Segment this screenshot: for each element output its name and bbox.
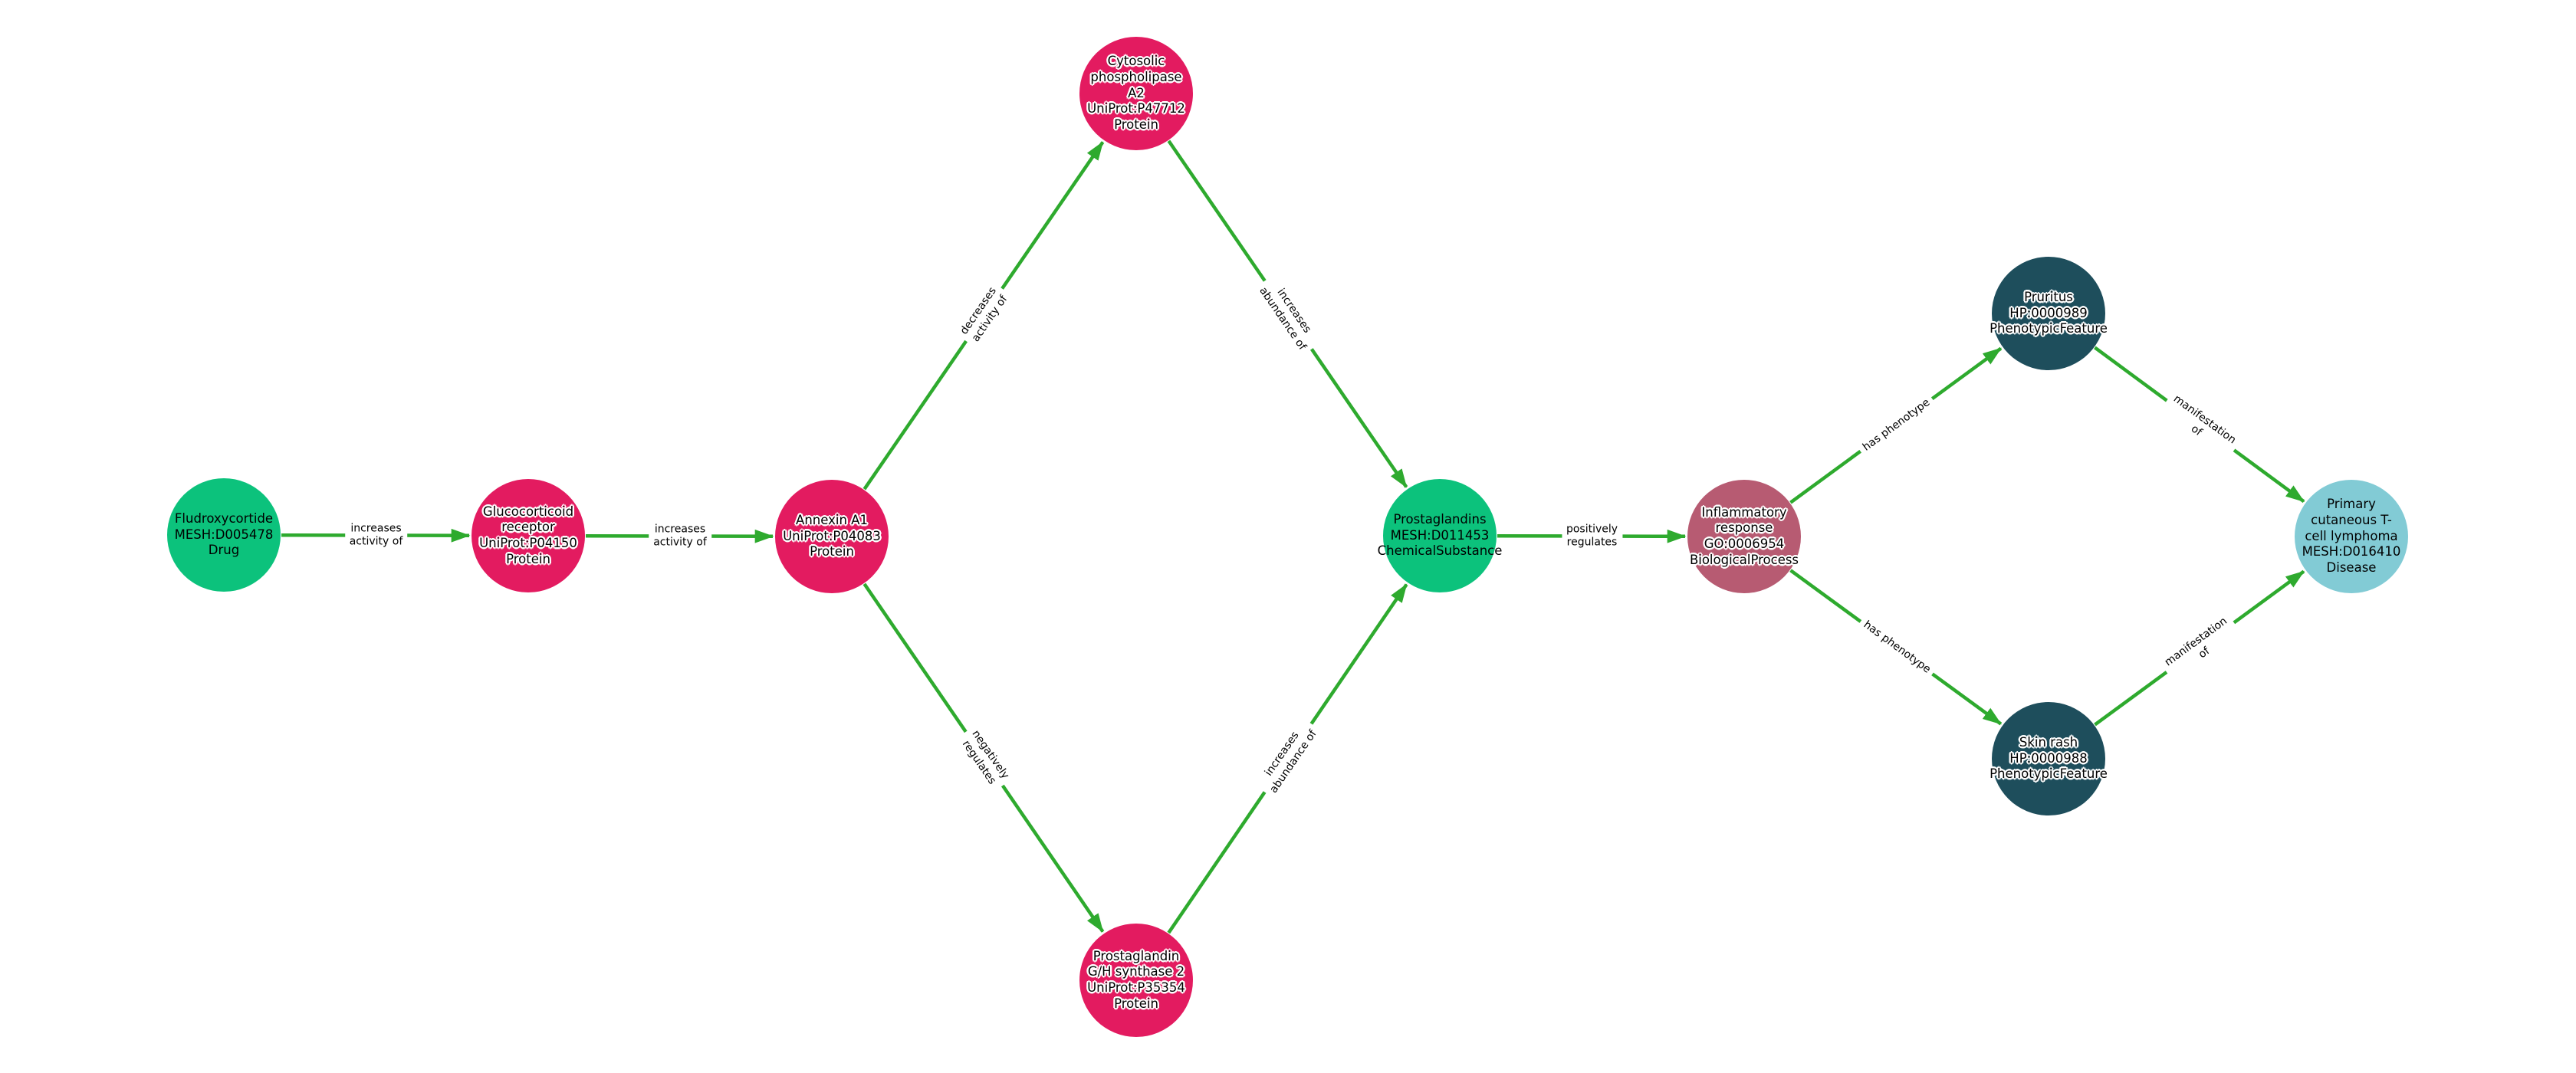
node-label-line: Annexin A1 — [796, 513, 868, 528]
node-label-line: Pruritus — [2024, 290, 2073, 305]
node-label-line: Protein — [1114, 996, 1158, 1011]
node-label-line: response — [1715, 520, 1773, 536]
node-label-line: A2 — [1128, 85, 1145, 100]
node-label-line: Prostaglandin — [1092, 948, 1180, 963]
node-label-line: PhenotypicFeature — [1990, 321, 2108, 336]
node-label-line: Drug — [208, 543, 240, 558]
node-label-line: HP:0000988 — [2009, 750, 2088, 766]
node-label-line: UniProt:P47712 — [1087, 101, 1185, 116]
node-label-line: Protein — [506, 551, 550, 566]
node-label-line: UniProt:P35354 — [1087, 980, 1185, 995]
node-label-line: MESH:D016410 — [2302, 544, 2401, 559]
node-label-line: receptor — [501, 520, 555, 535]
node-label-line: Protein — [1114, 116, 1158, 132]
node-label-line: UniProt:P04083 — [783, 528, 881, 543]
node-label-line: Skin rash — [2019, 735, 2078, 750]
node-label-line: Glucocorticoid — [482, 504, 574, 519]
node-label-line: Primary — [2327, 497, 2376, 512]
node-label-line: phospholipase — [1090, 70, 1182, 85]
node-label-line: UniProt:P04150 — [479, 536, 577, 550]
node-label-line: BiologicalProcess — [1689, 552, 1799, 567]
edge-label-line: increases — [654, 523, 706, 535]
edge-label-line: activity of — [653, 536, 707, 549]
node-label-line: MESH:D011453 — [1390, 527, 1490, 543]
node-label-line: Cytosolic — [1107, 54, 1165, 69]
edge-label-line: regulates — [1566, 536, 1618, 549]
node-label-line: Fludroxycortide — [174, 511, 274, 527]
node-label-line: G/H synthase 2 — [1087, 964, 1185, 979]
node-label-line: Prostaglandins — [1393, 512, 1487, 527]
node-label-line: HP:0000989 — [2009, 305, 2088, 320]
node-label-line: MESH:D005478 — [174, 527, 274, 542]
edge-label-line: increases — [350, 522, 402, 534]
node-label-line: cell lymphoma — [2305, 528, 2398, 543]
edge-label-line: positively — [1566, 523, 1618, 535]
edge-label-line: activity of — [349, 535, 403, 548]
node-label-line: Disease — [2326, 559, 2377, 575]
node-label-line: ChemicalSubstance — [1377, 543, 1503, 559]
node-label-line: PhenotypicFeature — [1990, 766, 2108, 782]
node-label-line: Inflammatory — [1701, 504, 1787, 520]
node-label-line: cutaneous T- — [2311, 513, 2392, 528]
node-label-line: GO:0006954 — [1704, 536, 1785, 551]
node-label-line: Protein — [810, 544, 854, 559]
